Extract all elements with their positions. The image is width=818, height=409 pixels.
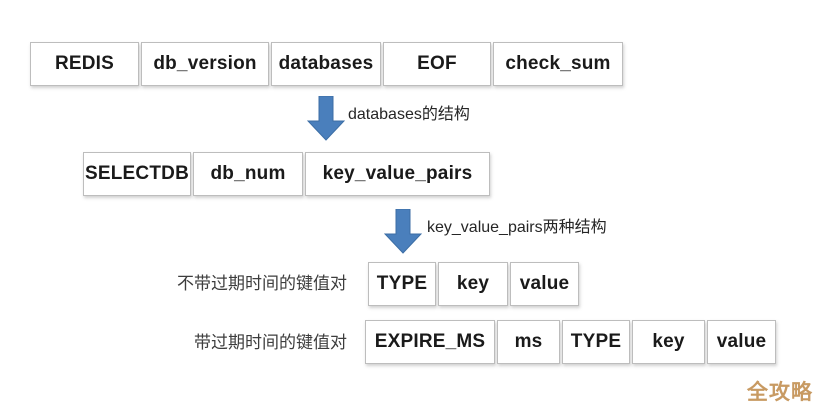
- table-cell: TYPE: [562, 320, 630, 364]
- table-cell: EXPIRE_MS: [365, 320, 495, 364]
- table-cell: check_sum: [493, 42, 623, 86]
- table-cell: db_num: [193, 152, 303, 196]
- table-kv-without-expire: TYPE key value: [368, 262, 579, 306]
- table-cell: TYPE: [368, 262, 436, 306]
- caption-kv-with-expire: 带过期时间的键值对: [194, 333, 347, 352]
- table-cell: ms: [497, 320, 560, 364]
- table-cell: value: [707, 320, 776, 364]
- down-arrow-icon: [384, 209, 422, 254]
- caption-kv-without-expire: 不带过期时间的键值对: [177, 274, 347, 293]
- table-cell: key_value_pairs: [305, 152, 490, 196]
- table-cell: value: [510, 262, 579, 306]
- table-databases: SELECTDB db_num key_value_pairs: [83, 152, 490, 196]
- table-rdb-file: REDIS db_version databases EOF check_sum: [30, 42, 623, 86]
- watermark: 全攻略: [747, 381, 813, 404]
- table-cell: key: [632, 320, 705, 364]
- arrow-label-databases: databases的结构: [348, 106, 470, 123]
- table-kv-with-expire: EXPIRE_MS ms TYPE key value: [365, 320, 776, 364]
- table-cell: EOF: [383, 42, 491, 86]
- arrow-label-key-value-pairs: key_value_pairs两种结构: [427, 219, 607, 236]
- table-cell: SELECTDB: [83, 152, 191, 196]
- table-cell: REDIS: [30, 42, 139, 86]
- table-cell: db_version: [141, 42, 269, 86]
- table-cell: key: [438, 262, 508, 306]
- table-cell: databases: [271, 42, 381, 86]
- down-arrow-icon: [307, 96, 345, 141]
